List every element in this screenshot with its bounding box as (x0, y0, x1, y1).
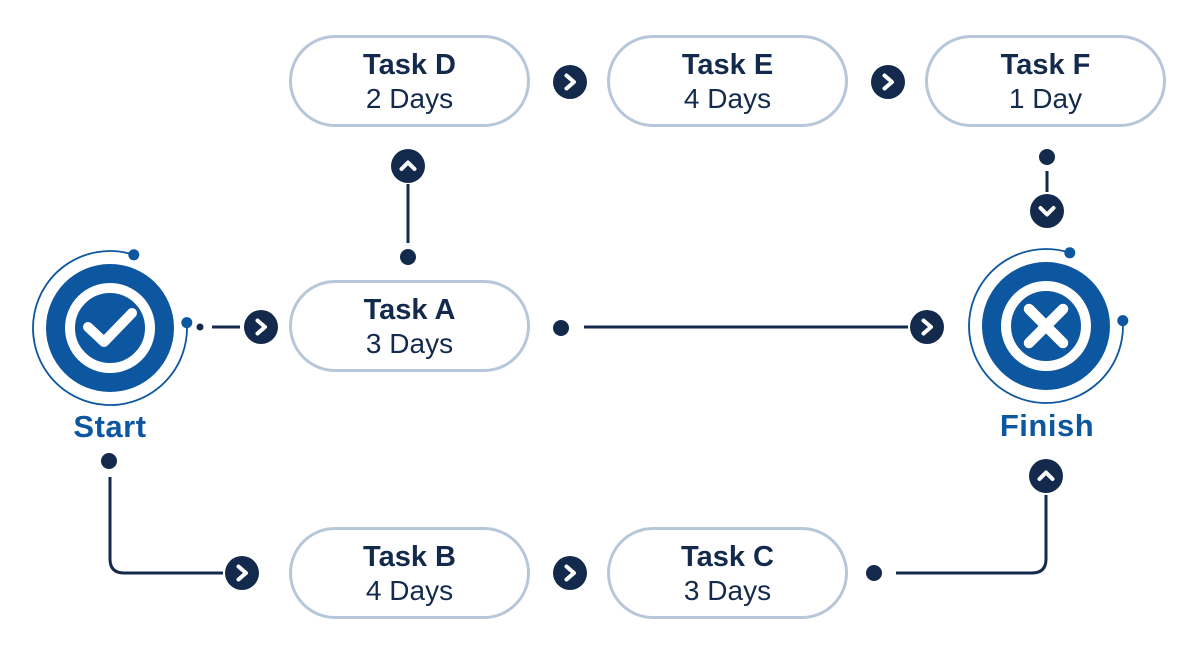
task-node-f: Task F 1 Day (925, 35, 1166, 127)
edge-start-to-task-b (101, 453, 259, 590)
arrow-badge (1029, 459, 1063, 493)
arrow-badge (391, 149, 425, 183)
start-orbit-dot (128, 249, 140, 261)
arrow-badge (553, 65, 587, 99)
task-name: Task C (681, 540, 774, 573)
task-duration: 4 Days (365, 574, 454, 606)
check-icon (83, 308, 137, 347)
task-duration: 3 Days (365, 327, 454, 359)
connector-line (896, 495, 1048, 575)
connector-line (108, 477, 223, 575)
task-node-a: Task A 3 Days (289, 280, 530, 372)
start-label: Start (73, 409, 147, 444)
finish-orbit-dot (1117, 315, 1129, 327)
task-duration: 3 Days (683, 574, 772, 606)
task-duration: 2 Days (365, 82, 454, 114)
chevron-up-icon (399, 160, 417, 171)
connector-dot (101, 453, 117, 469)
task-name: Task F (1000, 48, 1091, 81)
finish-orbit-arc (968, 248, 1124, 404)
edge-task-c-to-finish (866, 459, 1063, 581)
edge-task-b-to-task-c (553, 556, 587, 590)
arrow-badge (871, 65, 905, 99)
task-name: Task D (363, 48, 456, 81)
start-disc (46, 264, 174, 392)
chevron-right-icon (236, 564, 248, 582)
chevron-down-icon (1038, 206, 1056, 217)
start-ring (65, 283, 155, 373)
edge-start-to-task-a (196, 310, 278, 344)
task-node-e: Task E 4 Days (607, 35, 848, 127)
chevron-right-icon (564, 564, 576, 582)
task-node-d: Task D 2 Days (289, 35, 530, 127)
task-name: Task B (363, 540, 456, 573)
start-node (32, 249, 193, 406)
chevron-right-icon (564, 73, 576, 91)
connector-dot (196, 323, 204, 331)
task-duration: 1 Day (1008, 82, 1083, 114)
edge-task-e-to-task-f (871, 65, 905, 99)
task-name: Task A (363, 293, 456, 326)
arrow-badge (553, 556, 587, 590)
arrow-badge (225, 556, 259, 590)
arrow-badge (910, 310, 944, 344)
connector-dot (553, 320, 569, 336)
edge-task-d-to-task-e (553, 65, 587, 99)
arrow-badge (244, 310, 278, 344)
finish-label: Finish (999, 408, 1095, 443)
task-name: Task E (681, 48, 774, 81)
chevron-right-icon (882, 73, 894, 91)
connector-dot (866, 565, 882, 581)
task-node-b: Task B 4 Days (289, 527, 530, 619)
connector-dot (1039, 149, 1055, 165)
start-orbit-dot (181, 317, 193, 329)
finish-ring (1001, 281, 1091, 371)
edge-task-a-to-finish (553, 310, 944, 344)
arrow-badge (1030, 194, 1064, 228)
start-orbit-arc (32, 250, 188, 406)
task-node-c: Task C 3 Days (607, 527, 848, 619)
x-icon (1023, 303, 1069, 349)
finish-orbit-dot (1064, 247, 1076, 259)
chevron-right-icon (921, 318, 933, 336)
edge-task-f-to-finish (1030, 149, 1064, 228)
edge-task-a-to-task-d (391, 149, 425, 265)
connector-dot (400, 249, 416, 265)
finish-node (968, 247, 1129, 404)
task-duration: 4 Days (683, 82, 772, 114)
chevron-right-icon (255, 318, 267, 336)
chevron-up-icon (1037, 470, 1055, 481)
